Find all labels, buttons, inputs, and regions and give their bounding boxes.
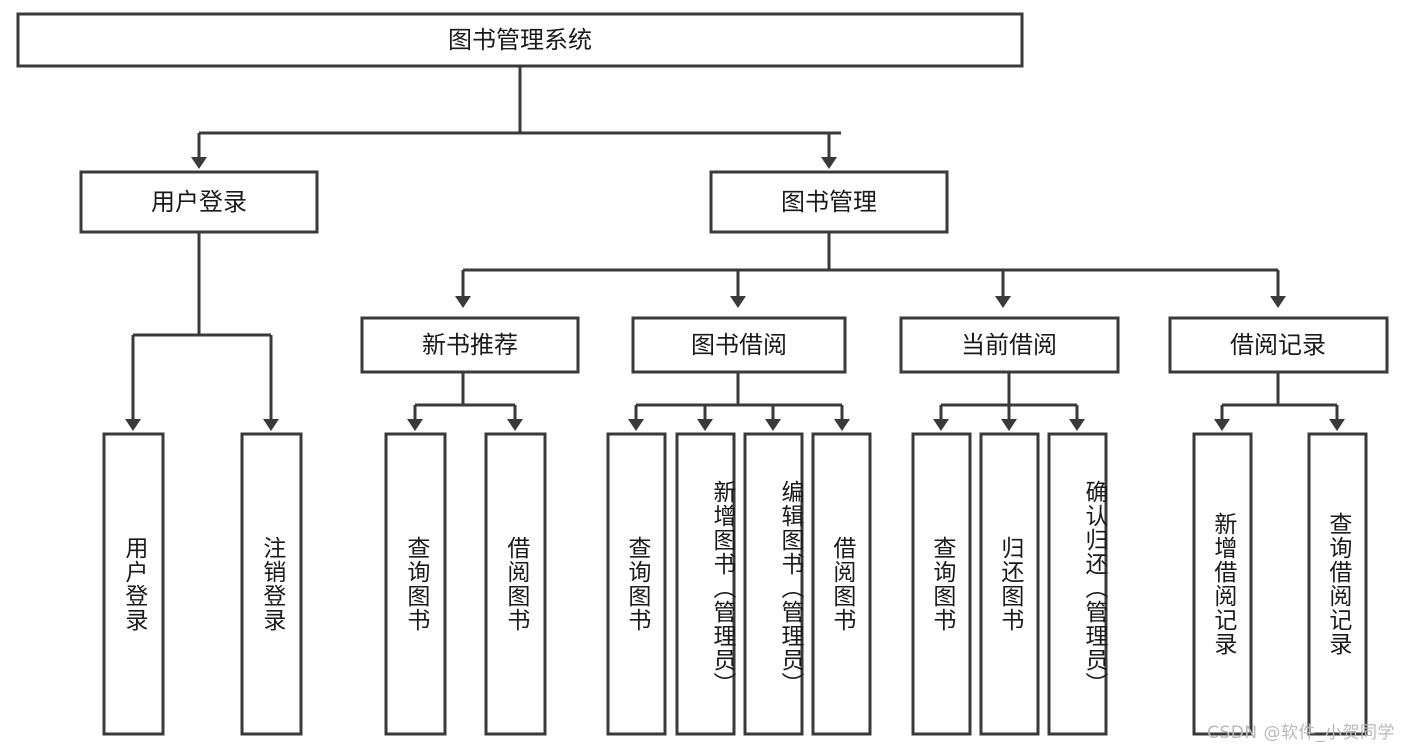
leaf-rect-book-borrow-1[interactable] xyxy=(675,432,736,736)
leaf-rect-current-borrow-1[interactable] xyxy=(979,432,1040,736)
node-current-borrow-label: 当前借阅 xyxy=(961,331,1057,359)
edge-group-bookborrow-to-leaves xyxy=(628,372,850,431)
node-borrow-record-label: 借阅记录 xyxy=(1230,331,1326,359)
node-user-login[interactable]: 用户登录 xyxy=(79,170,319,234)
edge-group-bookmanage-to-level3 xyxy=(455,232,1286,308)
node-book-borrow[interactable]: 图书借阅 xyxy=(631,316,847,374)
edge-group-booklogin-to-leaves xyxy=(125,232,279,431)
leaf-rect-new-book-0[interactable] xyxy=(384,432,447,736)
edge-group-currentborrow-to-leaves xyxy=(933,372,1085,431)
node-user-login-label: 用户登录 xyxy=(151,188,247,216)
csdn-watermark: CSDN @软件_小贺同学 xyxy=(1207,723,1395,743)
node-borrow-record[interactable]: 借阅记录 xyxy=(1168,316,1389,374)
leaf-rect-book-borrow-0[interactable] xyxy=(606,432,667,736)
node-new-book-recommend[interactable]: 新书推荐 xyxy=(360,316,580,374)
node-book-manage-label: 图书管理 xyxy=(781,188,877,216)
leaf-rect-new-book-1[interactable] xyxy=(484,432,547,736)
node-book-manage[interactable]: 图书管理 xyxy=(709,170,949,234)
node-current-borrow[interactable]: 当前借阅 xyxy=(899,316,1120,374)
edge-group-newbook-to-leaves xyxy=(407,372,523,431)
leaf-rect-book-borrow-2[interactable] xyxy=(743,432,804,736)
leaf-rect-borrow-record-1[interactable] xyxy=(1307,432,1368,736)
leaf-rects-book-borrow xyxy=(606,432,872,736)
node-new-book-recommend-label: 新书推荐 xyxy=(422,331,518,359)
leaf-rect-borrow-record-0[interactable] xyxy=(1192,432,1253,736)
leaf-rect-current-borrow-2[interactable] xyxy=(1047,432,1108,736)
leaf-rects-user-login xyxy=(102,432,303,736)
node-root[interactable]: 图书管理系统 xyxy=(16,12,1024,68)
edge-group-borrowrecord-to-leaves xyxy=(1214,372,1345,431)
leaf-rects-borrow-record xyxy=(1192,432,1368,736)
node-book-borrow-label: 图书借阅 xyxy=(691,331,787,359)
leaf-rect-book-borrow-3[interactable] xyxy=(811,432,872,736)
leaf-rect-user-login-1[interactable] xyxy=(240,432,303,736)
leaf-rect-current-borrow-0[interactable] xyxy=(911,432,972,736)
leaf-rect-user-login-0[interactable] xyxy=(102,432,165,736)
leaf-rects-new-book xyxy=(384,432,547,736)
node-root-label: 图书管理系统 xyxy=(448,26,592,54)
edge-group-root-to-level2 xyxy=(191,66,841,169)
leaf-rects-current-borrow xyxy=(911,432,1108,736)
